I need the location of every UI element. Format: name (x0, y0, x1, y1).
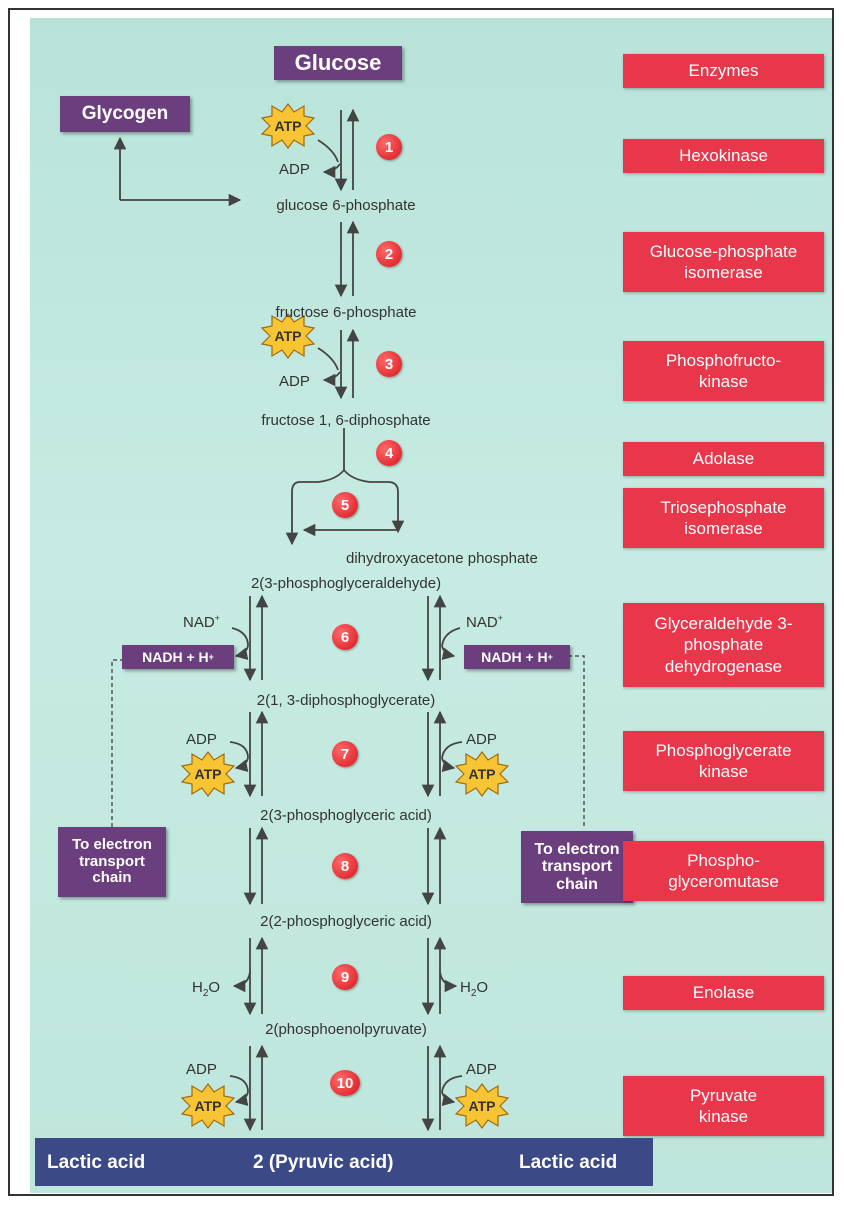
glycogen-label: Glycogen (81, 103, 169, 124)
step-7: 7 (332, 741, 358, 767)
glucose-box: Glucose (274, 46, 402, 80)
atp-label-7-right: ATP (468, 766, 496, 782)
metabolite-f16dp: fructose 1, 6-diphosphate (261, 412, 431, 429)
atp-label-7-left: ATP (194, 766, 222, 782)
enzyme-header: Enzymes (623, 54, 824, 88)
atp-star-3 (260, 313, 316, 359)
metabolite-dhap: dihydroxyacetone phosphate (346, 550, 538, 567)
enzyme-hexokinase: Hexokinase (623, 139, 824, 173)
metabolite-pgal: 2(3-phosphoglyceraldehyde) (250, 575, 442, 592)
atp-star-10-right (454, 1083, 510, 1129)
enzyme-enolase: Enolase (623, 976, 824, 1010)
atp-label-1: ATP (274, 118, 302, 134)
water-o-left: O (208, 979, 221, 996)
metabolite-dpg: 2(1, 3-diphosphoglycerate) (256, 692, 436, 709)
lactic-acid-right: Lactic acid (519, 1152, 618, 1173)
metabolite-pga2: 2(2-phosphoglyceric acid) (260, 913, 432, 930)
enzyme-phosphoglyceromutase: Phospho-glyceromutase (623, 841, 824, 901)
atp-label-3: ATP (274, 328, 302, 344)
nad-text-left: NAD (183, 614, 215, 631)
adp-label-1: ADP (279, 161, 310, 178)
electron-transport-box-left: To electron transport chain (58, 827, 166, 897)
adp-label-7-right: ADP (466, 731, 497, 748)
glycogen-box: Glycogen (60, 96, 190, 132)
step-10: 10 (330, 1070, 360, 1096)
step-8: 8 (332, 853, 358, 879)
enzyme-phosphofructokinase: Phosphofructo-kinase (623, 341, 824, 401)
metabolite-g6p: glucose 6-phosphate (276, 197, 416, 214)
nadh-text-right: NADH + H (481, 649, 548, 665)
metabolite-f6p: fructose 6-phosphate (275, 304, 417, 321)
nadh-box-left: NADH + H+ (122, 645, 234, 669)
electron-transport-label-left: To electron transport chain (72, 836, 152, 887)
electron-transport-label-right: To electron transport chain (534, 840, 620, 893)
water-h-left: H (192, 979, 203, 996)
enzyme-phosphoglycerate-kinase: Phosphoglycerate kinase (623, 731, 824, 791)
nadh-text-left: NADH + H (142, 649, 209, 665)
nad-label-left: NAD+ (183, 613, 220, 631)
glucose-label: Glucose (294, 50, 382, 75)
adp-label-10-right: ADP (466, 1061, 497, 1078)
lactic-acid-left: Lactic acid (47, 1152, 146, 1173)
atp-star-1 (260, 103, 316, 149)
step-1: 1 (376, 134, 402, 160)
atp-star-7-right (454, 751, 510, 797)
atp-label-10-left: ATP (194, 1098, 222, 1114)
step-3: 3 (376, 351, 402, 377)
atp-star-10-left (180, 1083, 236, 1129)
water-o-right: O (476, 979, 489, 996)
metabolite-pep: 2(phosphoenolpyruvate) (265, 1021, 427, 1038)
pyruvic-acid: 2 (Pyruvic acid) (253, 1152, 394, 1173)
step-5: 5 (332, 492, 358, 518)
adp-label-10-left: ADP (186, 1061, 217, 1078)
adp-label-7-left: ADP (186, 731, 217, 748)
step-2: 2 (376, 241, 402, 267)
atp-label-10-right: ATP (468, 1098, 496, 1114)
nad-text-right: NAD (466, 614, 498, 631)
pyruvate-lactate-bar: Lactic acid 2 (Pyruvic acid) Lactic acid (35, 1138, 653, 1186)
atp-star-7-left (180, 751, 236, 797)
nad-plus-left: + (214, 613, 220, 623)
atp-stars (180, 103, 510, 1129)
metabolite-pga3: 2(3-phosphoglyceric acid) (260, 807, 432, 824)
water-2-left: 2 (202, 988, 209, 999)
enzyme-glucose-phosphate-isomerase: Glucose-phosphate isomerase (623, 232, 824, 292)
nad-plus-right: + (497, 613, 503, 623)
step-6: 6 (332, 624, 358, 650)
enzyme-pyruvate-kinase: Pyruvate kinase (623, 1076, 824, 1136)
nad-label-right: NAD+ (466, 613, 503, 631)
nadh-plus-right: + (547, 652, 553, 662)
water-2-right: 2 (470, 988, 477, 999)
enzyme-triosephosphate-isomerase: Triosephosphate isomerase (623, 488, 824, 548)
water-h-right: H (460, 979, 471, 996)
step-4: 4 (376, 440, 402, 466)
nadh-plus-left: + (208, 652, 214, 662)
adp-label-3: ADP (279, 373, 310, 390)
water-label-right: H2O (460, 980, 488, 999)
water-label-left: H2O (192, 980, 220, 999)
enzyme-gapdh: Glyceraldehyde 3-phosphate dehydrogenase (623, 603, 824, 687)
nadh-box-right: NADH + H+ (464, 645, 570, 669)
step-9: 9 (332, 964, 358, 990)
enzyme-adolase: Adolase (623, 442, 824, 476)
electron-transport-box-right: To electron transport chain (521, 831, 633, 903)
